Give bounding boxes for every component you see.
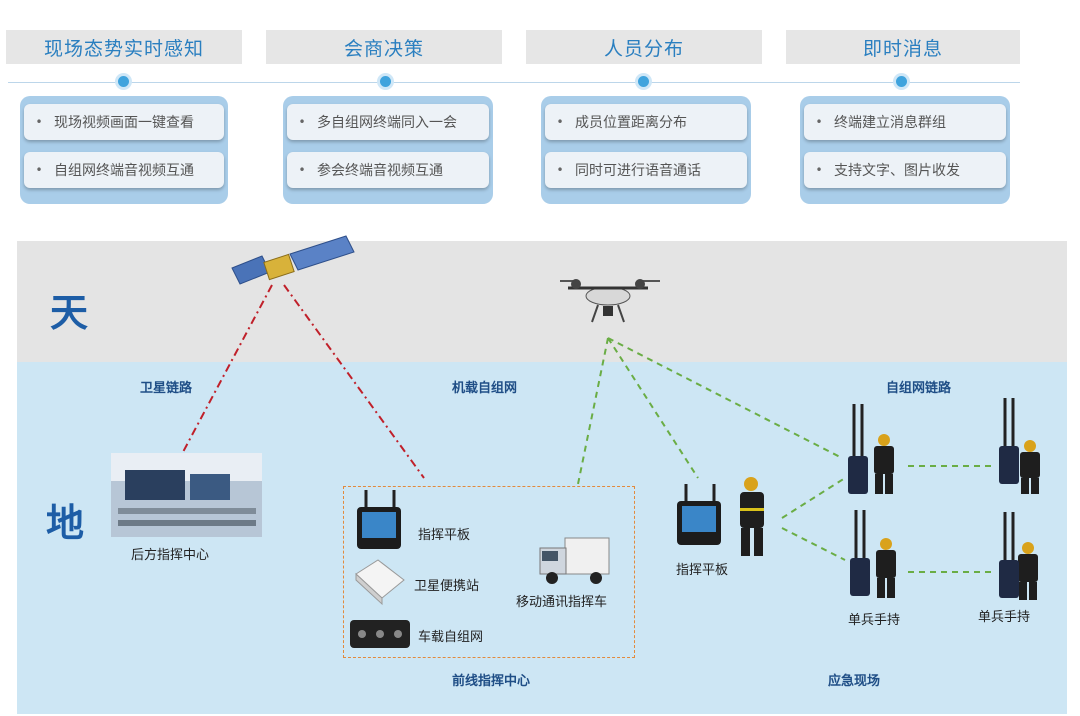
feature-text: 终端建立消息群组 <box>834 115 946 131</box>
front-command-label: 前线指挥中心 <box>452 674 531 689</box>
feature-text: 同时可进行语音通话 <box>575 163 701 179</box>
firefighter-icon <box>1020 440 1040 494</box>
header-messages: 即时消息 <box>786 30 1020 64</box>
header-consult: 会商决策 <box>266 30 502 64</box>
handheld-label: 单兵手持 <box>978 610 1031 625</box>
header-personnel: 人员分布 <box>526 30 762 64</box>
satellite-link <box>182 284 273 453</box>
timeline-line <box>8 82 1020 83</box>
feature-card: •现场视频画面一键查看 <box>24 104 224 140</box>
handheld-label: 单兵手持 <box>848 613 901 628</box>
adhoc-link <box>781 527 846 561</box>
handheld-radio-icon <box>850 510 870 596</box>
timeline-dot <box>118 76 129 87</box>
feature-card: •终端建立消息群组 <box>804 104 1006 140</box>
feature-text: 自组网终端音视频互通 <box>54 163 194 179</box>
feature-card: •成员位置距离分布 <box>545 104 747 140</box>
firefighter-icon <box>740 477 764 556</box>
sky-label: 天 <box>50 291 89 335</box>
feature-text: 成员位置距离分布 <box>575 115 687 131</box>
ground-zone <box>17 362 1067 714</box>
adhoc-link <box>607 337 843 459</box>
satellite-link-label: 卫星链路 <box>140 381 193 396</box>
satellite-link <box>283 284 425 479</box>
vehicle-net-label: 车载自组网 <box>418 630 484 645</box>
vehicle-network-icon <box>350 620 410 648</box>
feature-stack-situation: •现场视频画面一键查看 •自组网终端音视频互通 <box>20 96 228 204</box>
firefighter-icon <box>874 434 894 494</box>
feature-card: •参会终端音视频互通 <box>287 152 489 188</box>
firefighter-icon <box>876 538 896 598</box>
handheld-radio-icon <box>999 398 1019 484</box>
timeline-dot <box>380 76 391 87</box>
feature-card: •自组网终端音视频互通 <box>24 152 224 188</box>
feature-text: 参会终端音视频互通 <box>317 163 443 179</box>
front-command-box <box>343 486 635 658</box>
drone-icon <box>560 279 660 323</box>
command-vehicle-icon <box>539 537 610 584</box>
handheld-radio-icon <box>848 404 868 494</box>
tablet-label: 指挥平板 <box>418 528 471 543</box>
rear-command-label: 后方指挥中心 <box>131 548 210 563</box>
airborne-net-label: 机载自组网 <box>452 381 518 396</box>
sat-station-label: 卫星便携站 <box>414 579 480 594</box>
emergency-site-label: 应急现场 <box>828 674 881 689</box>
adhoc-link <box>607 337 699 479</box>
feature-text: 多自组网终端同入一会 <box>317 115 457 131</box>
feature-stack-consult: •多自组网终端同入一会 •参会终端音视频互通 <box>283 96 493 204</box>
feature-text: 支持文字、图片收发 <box>834 163 960 179</box>
tablet-icon <box>357 490 401 549</box>
adhoc-link <box>577 337 609 485</box>
feature-card: •支持文字、图片收发 <box>804 152 1006 188</box>
handheld-radio-icon <box>999 512 1019 598</box>
field-tablet-label: 指挥平板 <box>676 563 729 578</box>
sky-zone <box>17 241 1067 362</box>
timeline-dot <box>638 76 649 87</box>
command-center-image <box>111 453 262 537</box>
adhoc-link-label: 自组网链路 <box>886 381 952 396</box>
mobile-vehicle-label: 移动通讯指挥车 <box>516 595 608 610</box>
satellite-station-icon <box>355 559 405 606</box>
field-tablet-icon <box>677 484 721 545</box>
feature-stack-personnel: •成员位置距离分布 •同时可进行语音通话 <box>541 96 751 204</box>
adhoc-link <box>781 477 846 519</box>
feature-text: 现场视频画面一键查看 <box>54 115 194 131</box>
header-situation: 现场态势实时感知 <box>6 30 242 64</box>
satellite-icon <box>231 235 355 285</box>
timeline-dot <box>896 76 907 87</box>
feature-card: •多自组网终端同入一会 <box>287 104 489 140</box>
feature-stack-messages: •终端建立消息群组 •支持文字、图片收发 <box>800 96 1010 204</box>
feature-card: •同时可进行语音通话 <box>545 152 747 188</box>
firefighter-icon <box>1018 542 1038 600</box>
ground-label: 地 <box>46 501 85 545</box>
